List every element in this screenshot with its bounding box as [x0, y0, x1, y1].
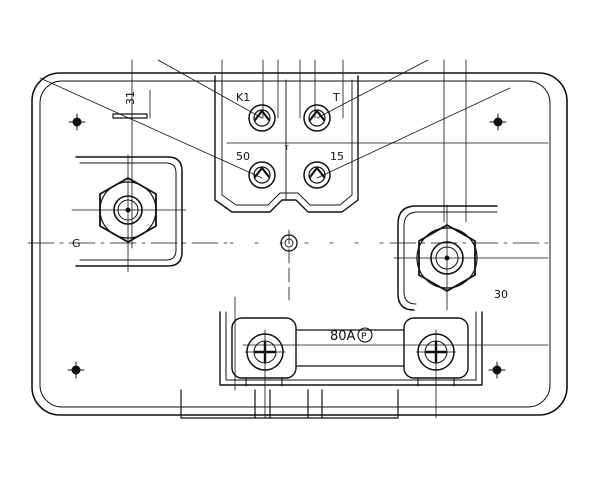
pin-15	[303, 161, 331, 189]
terminal-31-marker	[112, 113, 148, 119]
mounting-hole-bottom-left	[67, 361, 85, 379]
mounting-holes	[67, 113, 507, 379]
label-fuse-mark: P	[361, 332, 367, 342]
control-pins	[248, 104, 331, 189]
label-t: T	[332, 91, 340, 104]
housing-outline	[31, 72, 568, 416]
label-fuse-rating: 80A	[330, 329, 356, 344]
center-hole	[280, 234, 298, 252]
pin-k1	[248, 104, 276, 132]
fuse-assembly	[219, 311, 483, 387]
mounting-hole-top-right	[489, 113, 507, 131]
label-31: 31	[124, 91, 137, 105]
label-g: G	[72, 237, 81, 250]
pin-t	[303, 104, 331, 132]
pin-50	[248, 161, 276, 189]
terminal-30	[397, 205, 498, 311]
mounting-hole-top-left	[68, 113, 86, 131]
connector-housing	[214, 75, 359, 213]
bottom-tab	[180, 389, 399, 419]
fuse-mark-circle	[357, 327, 373, 343]
fuse-screw-right	[415, 333, 457, 371]
label-15: 15	[330, 150, 344, 163]
label-center-t: T	[284, 145, 289, 152]
label-50: 50	[236, 150, 250, 163]
center-lines	[27, 154, 549, 311]
label-k1: K1	[236, 91, 250, 104]
fuse-screw-left	[244, 333, 286, 371]
label-30: 30	[494, 288, 508, 301]
terminal-g	[75, 156, 183, 267]
mounting-hole-bottom-right	[488, 361, 506, 379]
